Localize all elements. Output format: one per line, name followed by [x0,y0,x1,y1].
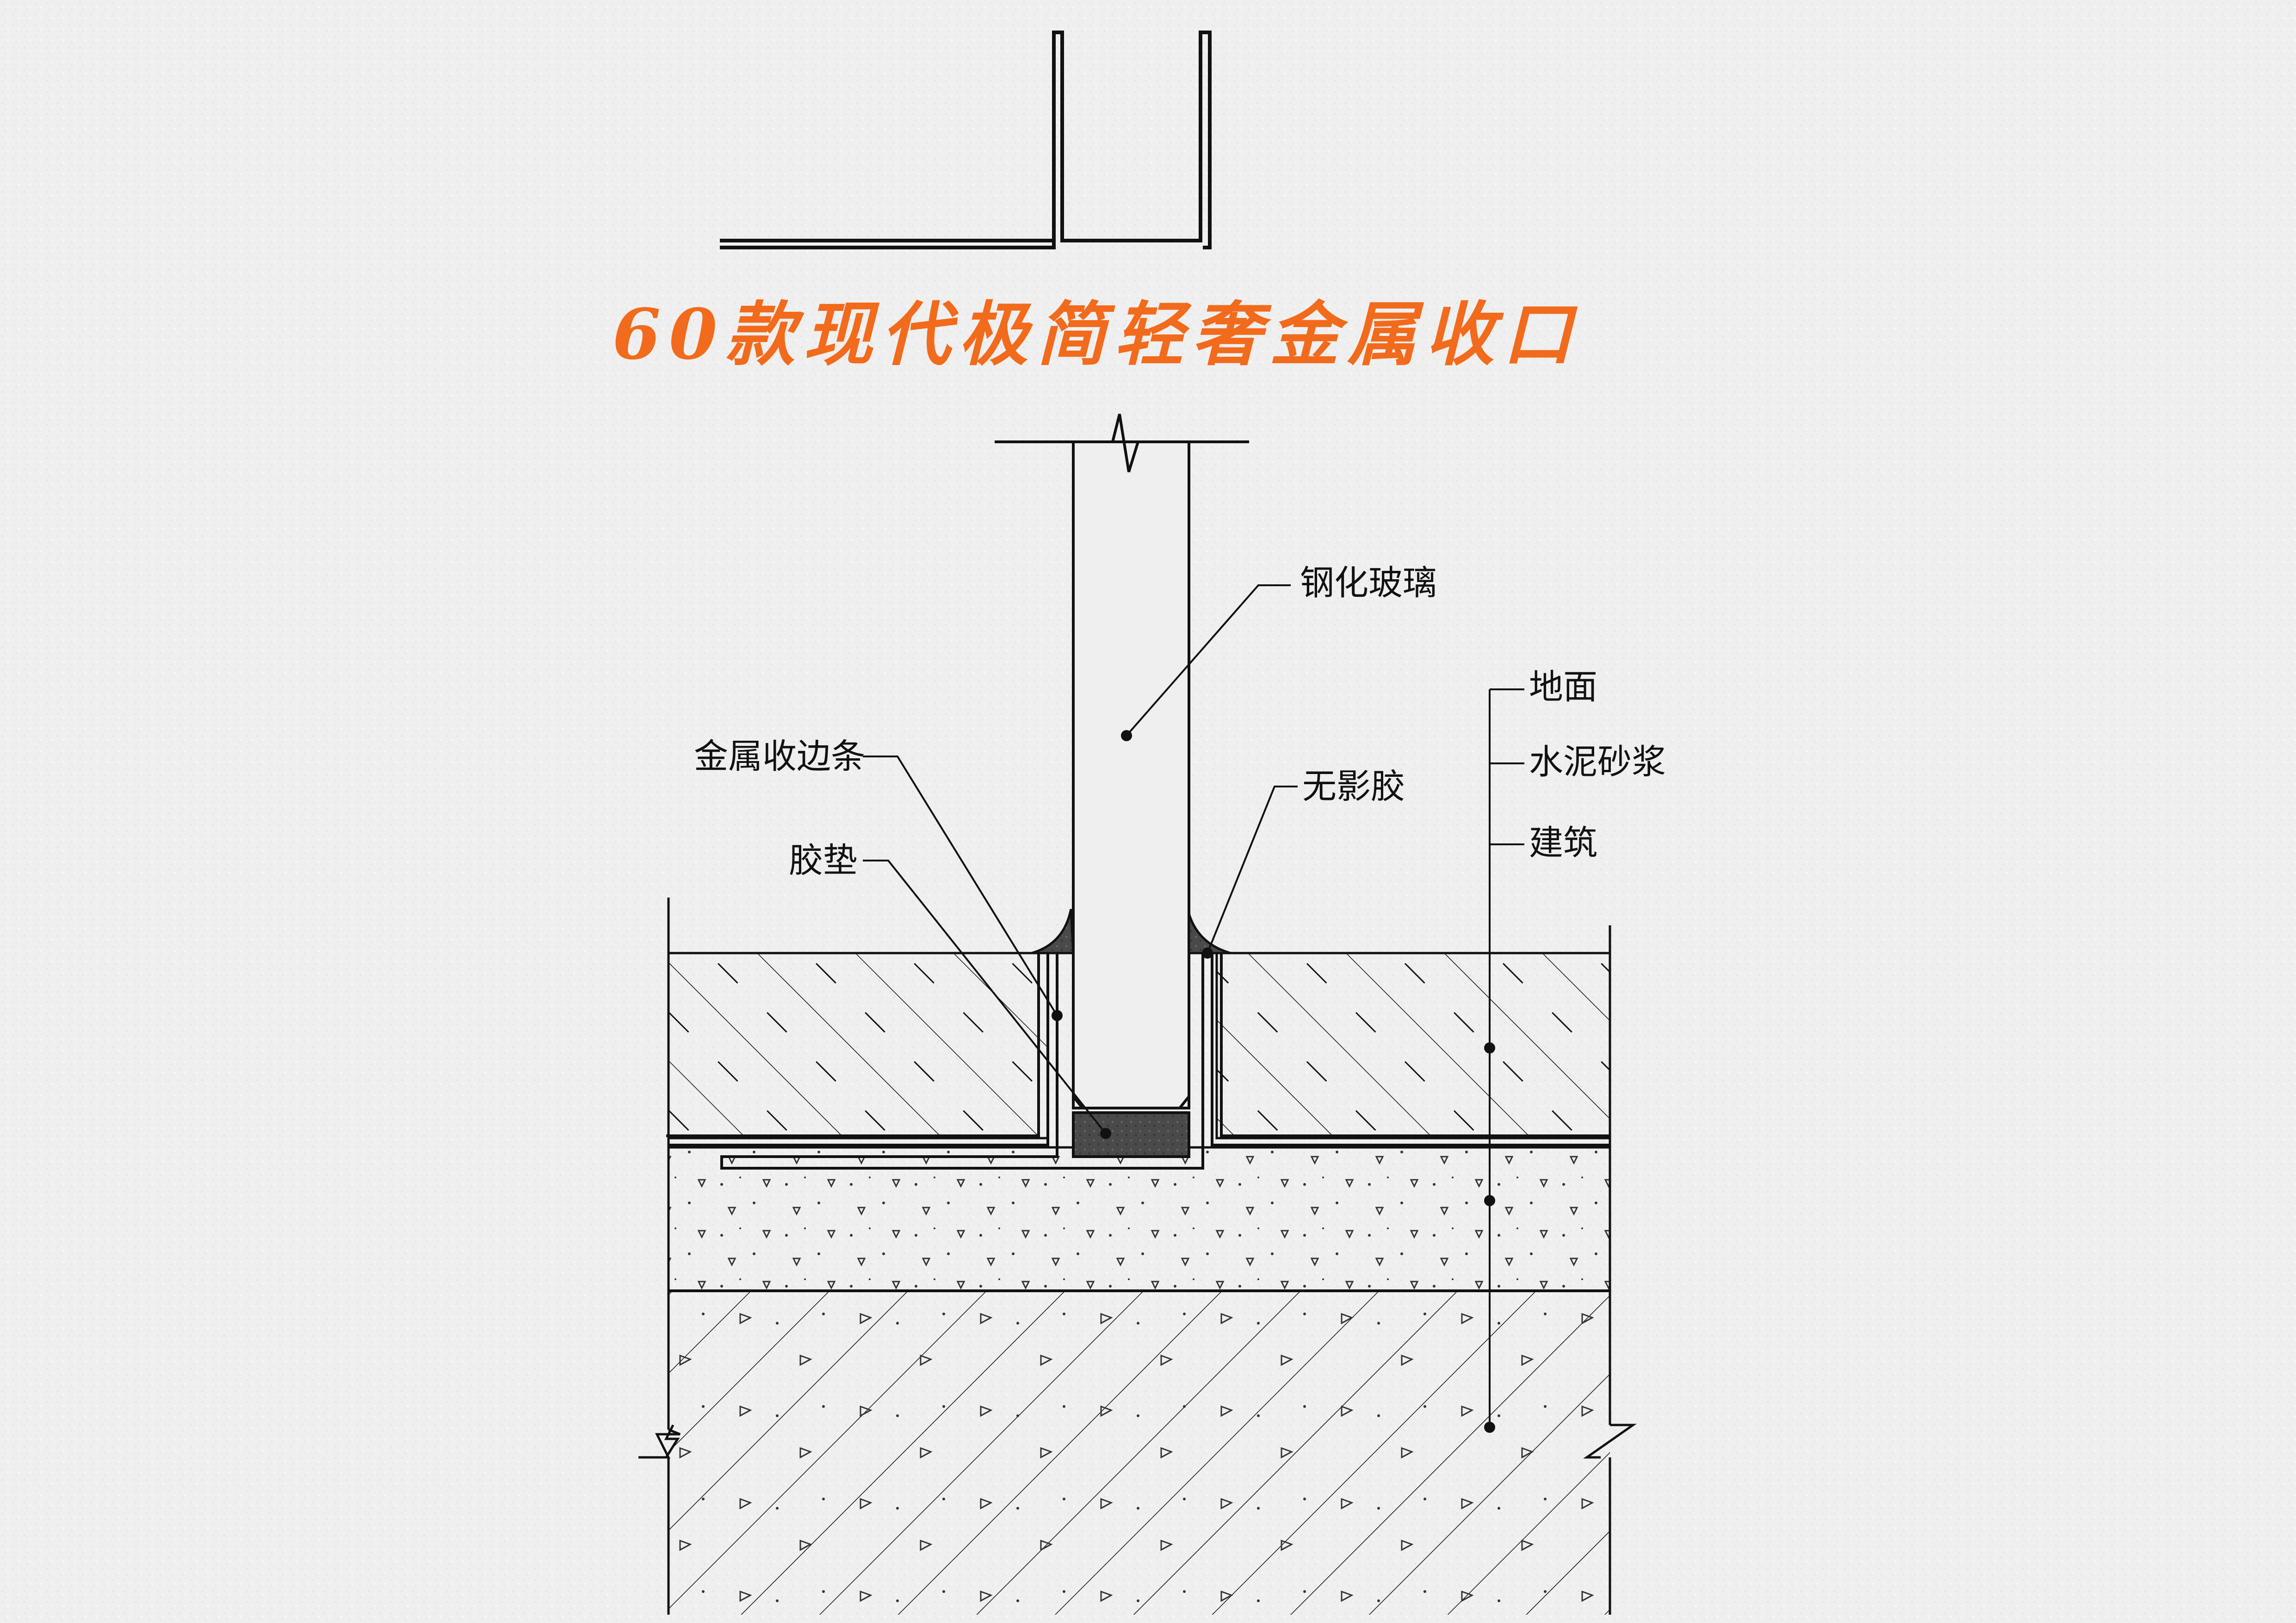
label-building: 建筑 [1529,823,1597,863]
leader-dots [1052,730,1495,1433]
label-cement-mortar: 水泥砂浆 [1529,742,1666,782]
page-title: 60款现代极简轻奢金属收口 [613,294,1581,375]
label-tempered-glass: 钢化玻璃 [1300,563,1437,603]
section-boundary [638,898,1637,1615]
label-rubber-pad: 胶垫 [789,841,857,880]
top-profile-outline [720,31,1212,249]
leader-lines [863,584,1524,1427]
floor-tile-layer [667,952,1611,1140]
rubber-pad [1072,1111,1190,1158]
label-metal-trim-strip: 金属收边条 [694,737,865,776]
building-structure-layer [668,1289,1610,1615]
uv-glue-fillets [1031,909,1231,954]
label-uv-glue: 无影胶 [1302,767,1405,806]
tempered-glass-panel [995,414,1249,1109]
label-floor: 地面 [1529,667,1597,707]
metal-trim-strip [666,953,1610,1170]
